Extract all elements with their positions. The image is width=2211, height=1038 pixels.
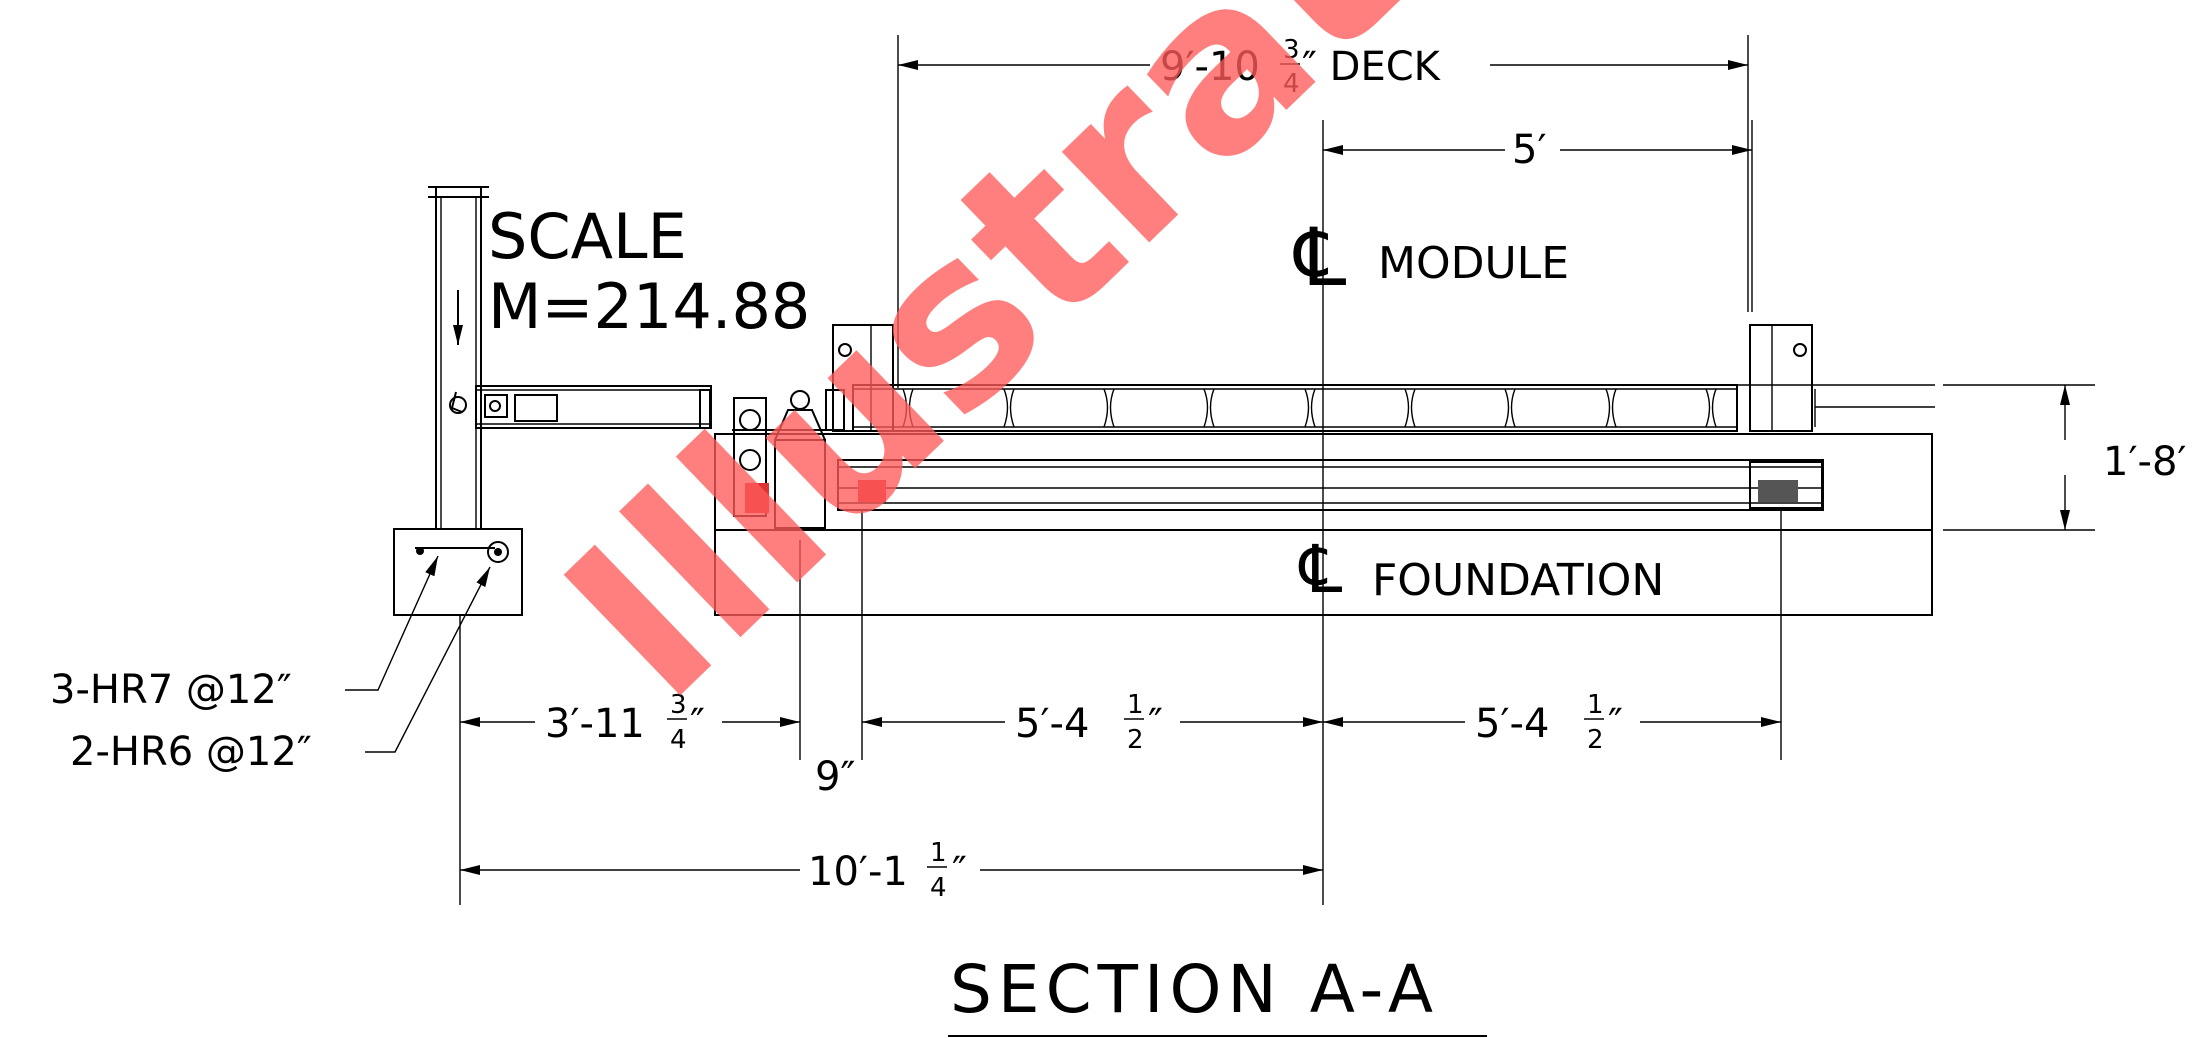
total-dim-suffix: ″ <box>952 849 967 895</box>
module-half-dim: 5′ <box>1512 127 1547 173</box>
watermark: Illustrative <box>518 0 1723 750</box>
post-assembly <box>393 186 523 616</box>
end-brackets <box>832 324 1813 432</box>
left-span-prefix: 3′-11 <box>545 701 645 747</box>
left-span-dimension: 3′-11 3 4 ″ <box>545 690 705 755</box>
rebar-callout-2: 2-HR6 @12″ <box>70 729 312 775</box>
mid-span-den: 2 <box>1127 725 1144 755</box>
height-dim: 1′-8′ <box>2103 439 2187 485</box>
leader-lines <box>345 555 491 753</box>
deck-dim-suffix: ″ DECK <box>1302 44 1442 90</box>
scale-label: SCALE <box>488 200 687 273</box>
left-span-den: 4 <box>670 725 687 755</box>
arm-beam <box>475 385 712 429</box>
deck-dim-num: 3 <box>1283 35 1300 65</box>
module-deck <box>852 384 1935 432</box>
section-title-block: SECTION A-A <box>948 951 1487 1037</box>
total-dim-num: 1 <box>930 838 947 868</box>
deck-dim-den: 4 <box>1283 69 1300 99</box>
foundation-label: FOUNDATION <box>1372 555 1664 606</box>
foundation-centerline-label: ℄ FOUNDATION <box>1298 531 1664 608</box>
mid-span-dimension: 5′-4 1 2 ″ <box>1015 690 1163 755</box>
right-span-suffix: ″ <box>1608 701 1623 747</box>
total-dimension: 10′-1 1 4 ″ <box>808 838 967 903</box>
centerline-symbol-module: ℄ <box>1293 211 1347 304</box>
module-label: MODULE <box>1378 238 1569 289</box>
gap-dim: 9″ <box>815 754 855 800</box>
lower-frame <box>837 459 1824 511</box>
mid-span-prefix: 5′-4 <box>1015 701 1089 747</box>
rebar-callout-1: 3-HR7 @12″ <box>50 667 292 713</box>
mechanism <box>732 389 845 529</box>
post-footing <box>393 528 523 616</box>
right-span-prefix: 5′-4 <box>1475 701 1549 747</box>
rebar-callouts: 3-HR7 @12″ 2-HR6 @12″ <box>50 667 312 775</box>
right-span-dimension: 5′-4 1 2 ″ <box>1475 690 1623 755</box>
scale-value: M=214.88 <box>488 270 810 343</box>
mid-span-suffix: ″ <box>1148 701 1163 747</box>
right-span-den: 2 <box>1587 725 1604 755</box>
deck-dimension: 9′-10 3 4 ″ DECK <box>1160 35 1442 99</box>
mid-span-num: 1 <box>1127 690 1144 720</box>
dimension-lines <box>453 60 2070 875</box>
section-title: SECTION A-A <box>950 951 1439 1028</box>
left-span-suffix: ″ <box>690 701 705 747</box>
deck-ribs <box>902 388 1717 428</box>
centerline-symbol-foundation: ℄ <box>1298 531 1343 608</box>
module-centerline-label: ℄ MODULE <box>1293 211 1569 304</box>
right-span-num: 1 <box>1587 690 1604 720</box>
total-dim-prefix: 10′-1 <box>808 849 908 895</box>
scale-block: SCALE M=214.88 <box>488 200 810 343</box>
deck-dim-prefix: 9′-10 <box>1160 44 1260 90</box>
left-span-num: 3 <box>670 690 687 720</box>
total-dim-den: 4 <box>930 873 947 903</box>
